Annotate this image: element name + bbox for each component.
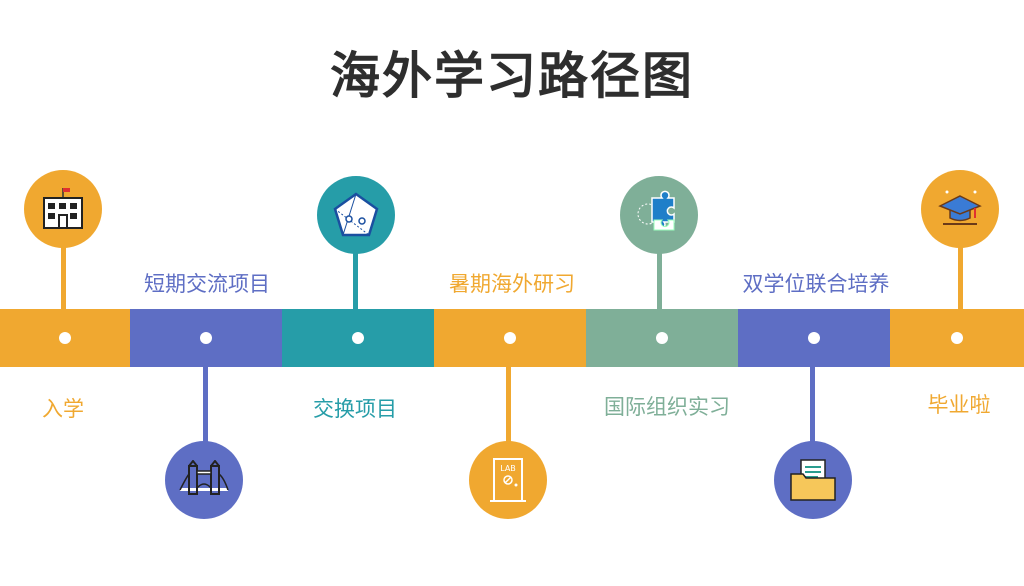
timeline-segment-7 — [890, 309, 1024, 367]
connector-line — [657, 246, 662, 310]
connector-line — [203, 366, 208, 444]
stage-circle-1 — [24, 170, 102, 248]
stage-label-2: 短期交流项目 — [144, 272, 270, 296]
timeline-node — [656, 332, 668, 344]
stage-label-5: 国际组织实习 — [604, 395, 730, 419]
stage-circle-2 — [165, 441, 243, 519]
timeline-node — [808, 332, 820, 344]
connector-line — [958, 240, 963, 310]
timeline-node — [200, 332, 212, 344]
lab-door-icon: LAB — [490, 458, 526, 502]
stage-label-3: 交换项目 — [313, 397, 397, 421]
stage-circle-3 — [317, 176, 395, 254]
stage-label-6: 双学位联合培养 — [742, 272, 890, 296]
timeline-segment-3 — [282, 309, 434, 367]
school-building-icon — [43, 188, 83, 229]
timeline-segment-6 — [738, 309, 890, 367]
connector-line — [506, 366, 511, 444]
stage-circle-6 — [774, 441, 852, 519]
stage-circle-7 — [921, 170, 999, 248]
stage-label-4: 暑期海外研习 — [449, 272, 575, 296]
timeline-segment-4 — [434, 309, 586, 367]
graduation-cap-icon — [938, 190, 982, 225]
bridge-icon — [179, 460, 229, 495]
stage-circle-5 — [620, 176, 698, 254]
network-pentagon-icon — [333, 192, 379, 237]
stage-label-1: 入学 — [42, 397, 84, 421]
timeline-node — [352, 332, 364, 344]
timeline-node — [59, 332, 71, 344]
connector-line — [810, 366, 815, 444]
timeline-segment-5 — [586, 309, 738, 367]
timeline-segment-2 — [130, 309, 282, 367]
connector-line — [61, 238, 66, 310]
timeline-node — [951, 332, 963, 344]
svg-text:LAB: LAB — [500, 464, 516, 473]
stage-label-7: 毕业啦 — [927, 393, 991, 417]
page-title: 海外学习路径图 — [330, 47, 694, 105]
timeline-node — [504, 332, 516, 344]
folder-document-icon — [790, 459, 836, 501]
timeline-segment-1 — [0, 309, 130, 367]
puzzle-icon — [637, 190, 675, 231]
connector-line — [353, 246, 358, 310]
stage-circle-4: LAB — [469, 441, 547, 519]
